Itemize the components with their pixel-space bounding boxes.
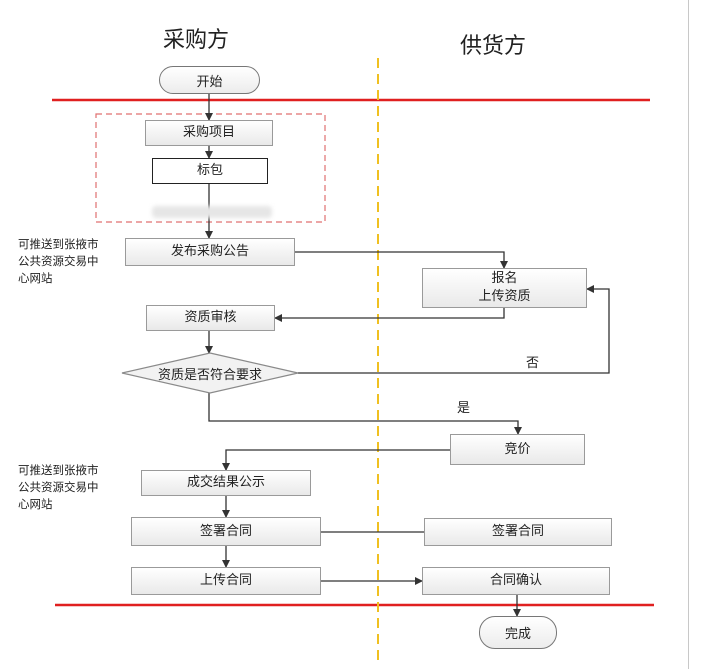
lane-title-buyer: 采购方 [163, 28, 230, 53]
register-line-2: 上传资质 [478, 289, 531, 304]
lane-title-supplier: 供货方 [460, 34, 527, 59]
register-box: 报名 上传资质 [422, 268, 587, 308]
edge-publish-register [295, 251, 508, 269]
result-announcement-box: 成交结果公示 [141, 470, 311, 496]
decision-diamond [121, 352, 299, 394]
obscured-text [152, 206, 272, 218]
bidding-box: 竞价 [450, 434, 585, 465]
edge-decision-no [298, 285, 610, 374]
edge-register-review [274, 308, 505, 322]
decision-label: 资质是否符合要求 [157, 367, 262, 383]
confirm-contract-box: 合同确认 [422, 567, 610, 595]
procurement-project-box: 采购项目 [145, 120, 273, 146]
start-node: 开始 [159, 66, 260, 94]
page-edge [688, 0, 689, 669]
push-note-1: 可推送到张掖市 公共资源交易中 心网站 [18, 237, 99, 285]
publish-notice-box: 发布采购公告 [125, 238, 295, 266]
edge-bidding-result [222, 449, 450, 471]
upload-contract-box: 上传合同 [131, 567, 321, 595]
qualification-review-box: 资质审核 [146, 305, 275, 331]
edge-label-no: 否 [526, 356, 540, 371]
sign-contract-supplier-box: 签署合同 [424, 518, 612, 546]
push-note-2: 可推送到张掖市 公共资源交易中 心网站 [18, 463, 99, 511]
sign-contract-buyer-box: 签署合同 [131, 517, 321, 546]
lot-box: 标包 [152, 158, 268, 184]
edge-label-yes: 是 [457, 401, 471, 416]
finish-node: 完成 [479, 616, 557, 649]
edge-decision-yes [208, 393, 522, 435]
register-line-1: 报名 [491, 271, 518, 286]
